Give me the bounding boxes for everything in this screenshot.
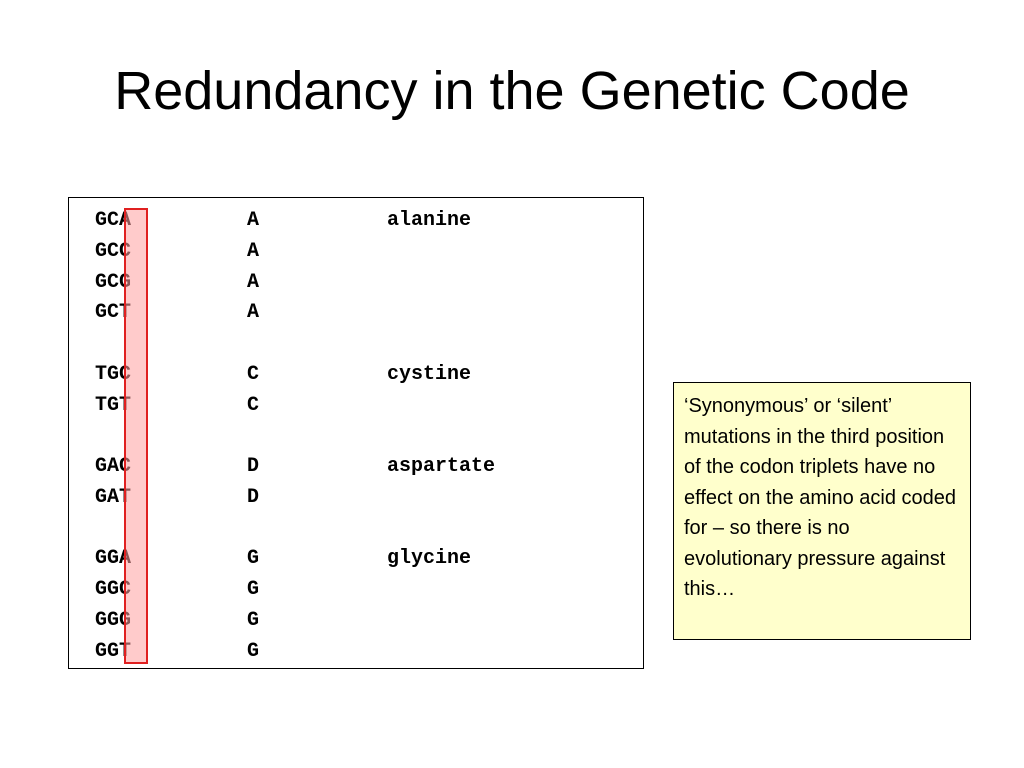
amino-letter-cell: C: [247, 393, 260, 417]
amino-letter-cell: C: [247, 362, 260, 386]
amino-letter-cell: A: [247, 270, 260, 294]
codon-cell: TGC: [95, 362, 132, 386]
slide-title: Redundancy in the Genetic Code: [114, 61, 910, 121]
amino-letter-cell: A: [247, 239, 260, 263]
amino-letter-cell: A: [247, 301, 260, 325]
amino-letter-cell: G: [247, 639, 260, 663]
explanation-note: ‘Synonymous’ or ‘silent’ mutations in th…: [673, 382, 971, 640]
amino-letter-cell: G: [247, 578, 260, 601]
amino-name-cell: aspartate: [387, 455, 496, 478]
amino-letter-cell: D: [247, 455, 260, 478]
amino-letter-cell: G: [247, 608, 260, 632]
codon-cell: GGG: [95, 608, 132, 632]
amino-letter-cell: D: [247, 485, 260, 509]
amino-letter-cell: G: [247, 547, 260, 571]
codon-cell: GAT: [95, 485, 132, 509]
codon-cell: GGC: [95, 578, 132, 601]
codon-cell: GAC: [95, 455, 132, 478]
codon-cell: GCA: [95, 209, 132, 232]
amino-letter-cell: A: [247, 209, 260, 232]
amino-name-cell: cystine: [387, 362, 472, 386]
codon-cell: GGT: [95, 639, 132, 663]
amino-name-cell: glycine: [387, 547, 472, 571]
codon-cell: TGT: [95, 393, 132, 417]
codon-cell: GCC: [95, 239, 132, 263]
codon-cell: GCT: [95, 301, 132, 325]
codon-cell: GCG: [95, 270, 132, 294]
codon-cell: GGA: [95, 547, 132, 571]
third-position-highlight: [124, 208, 148, 664]
amino-name-cell: alanine: [387, 209, 472, 232]
